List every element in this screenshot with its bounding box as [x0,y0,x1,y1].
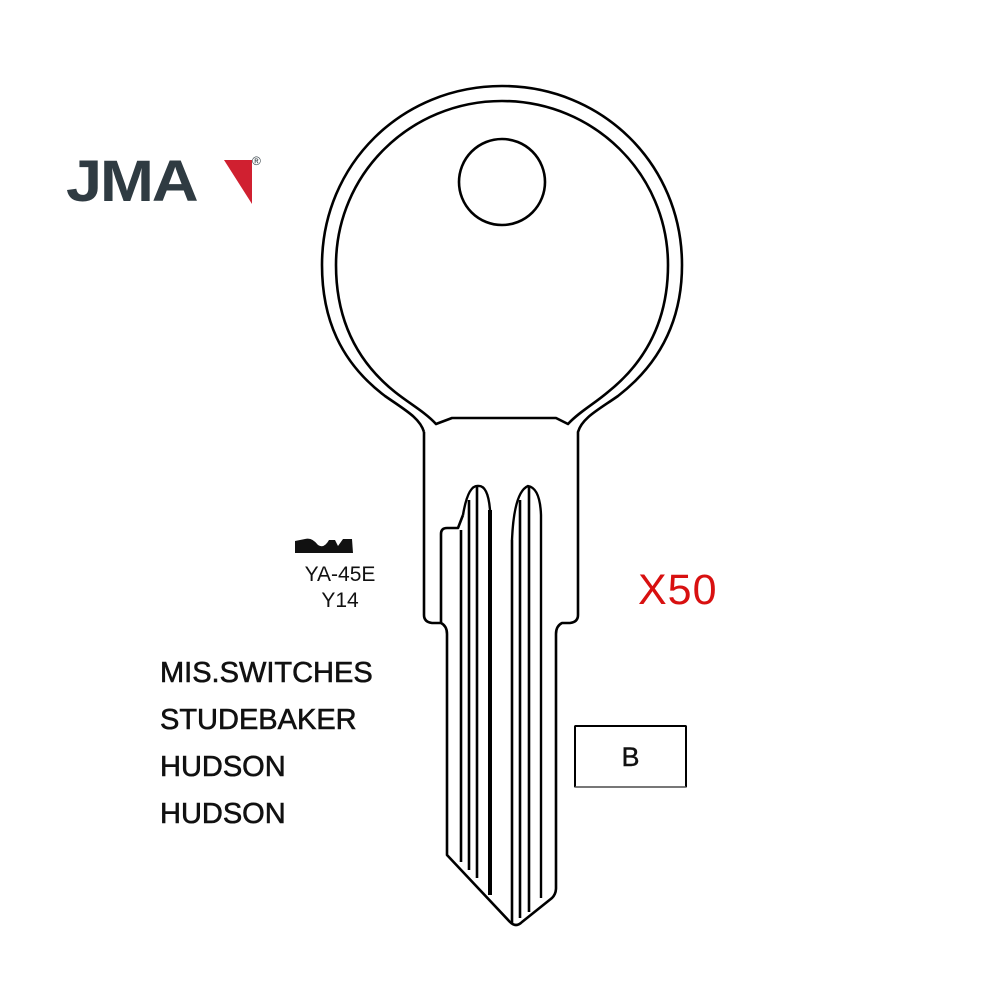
profile-code: YA-45E Y14 [270,562,410,614]
logo-accent-icon [224,160,252,204]
application-item: MIS.SWITCHES [160,657,373,690]
logo-text: JMA [66,149,199,214]
side-marking-box: B [574,725,687,788]
key-reference: YA-45E [304,563,376,586]
key-hole-icon [457,137,547,227]
applications-list: MIS.SWITCHES STUDEBAKER HUDSON HUDSON [160,650,373,838]
application-item: HUDSON [160,798,286,831]
registered-mark: ® [252,154,261,168]
side-marking-label: B [621,742,640,772]
key-head-outline [320,84,684,462]
key-profile-icon [295,538,353,553]
application-item: HUDSON [160,751,286,784]
key-head-inner-ring [334,99,670,426]
key-cross-reference: Y14 [321,589,359,612]
jma-logo: JMA ® [66,149,266,214]
application-item: STUDEBAKER [160,704,357,737]
quantity-label: X50 [638,566,718,614]
